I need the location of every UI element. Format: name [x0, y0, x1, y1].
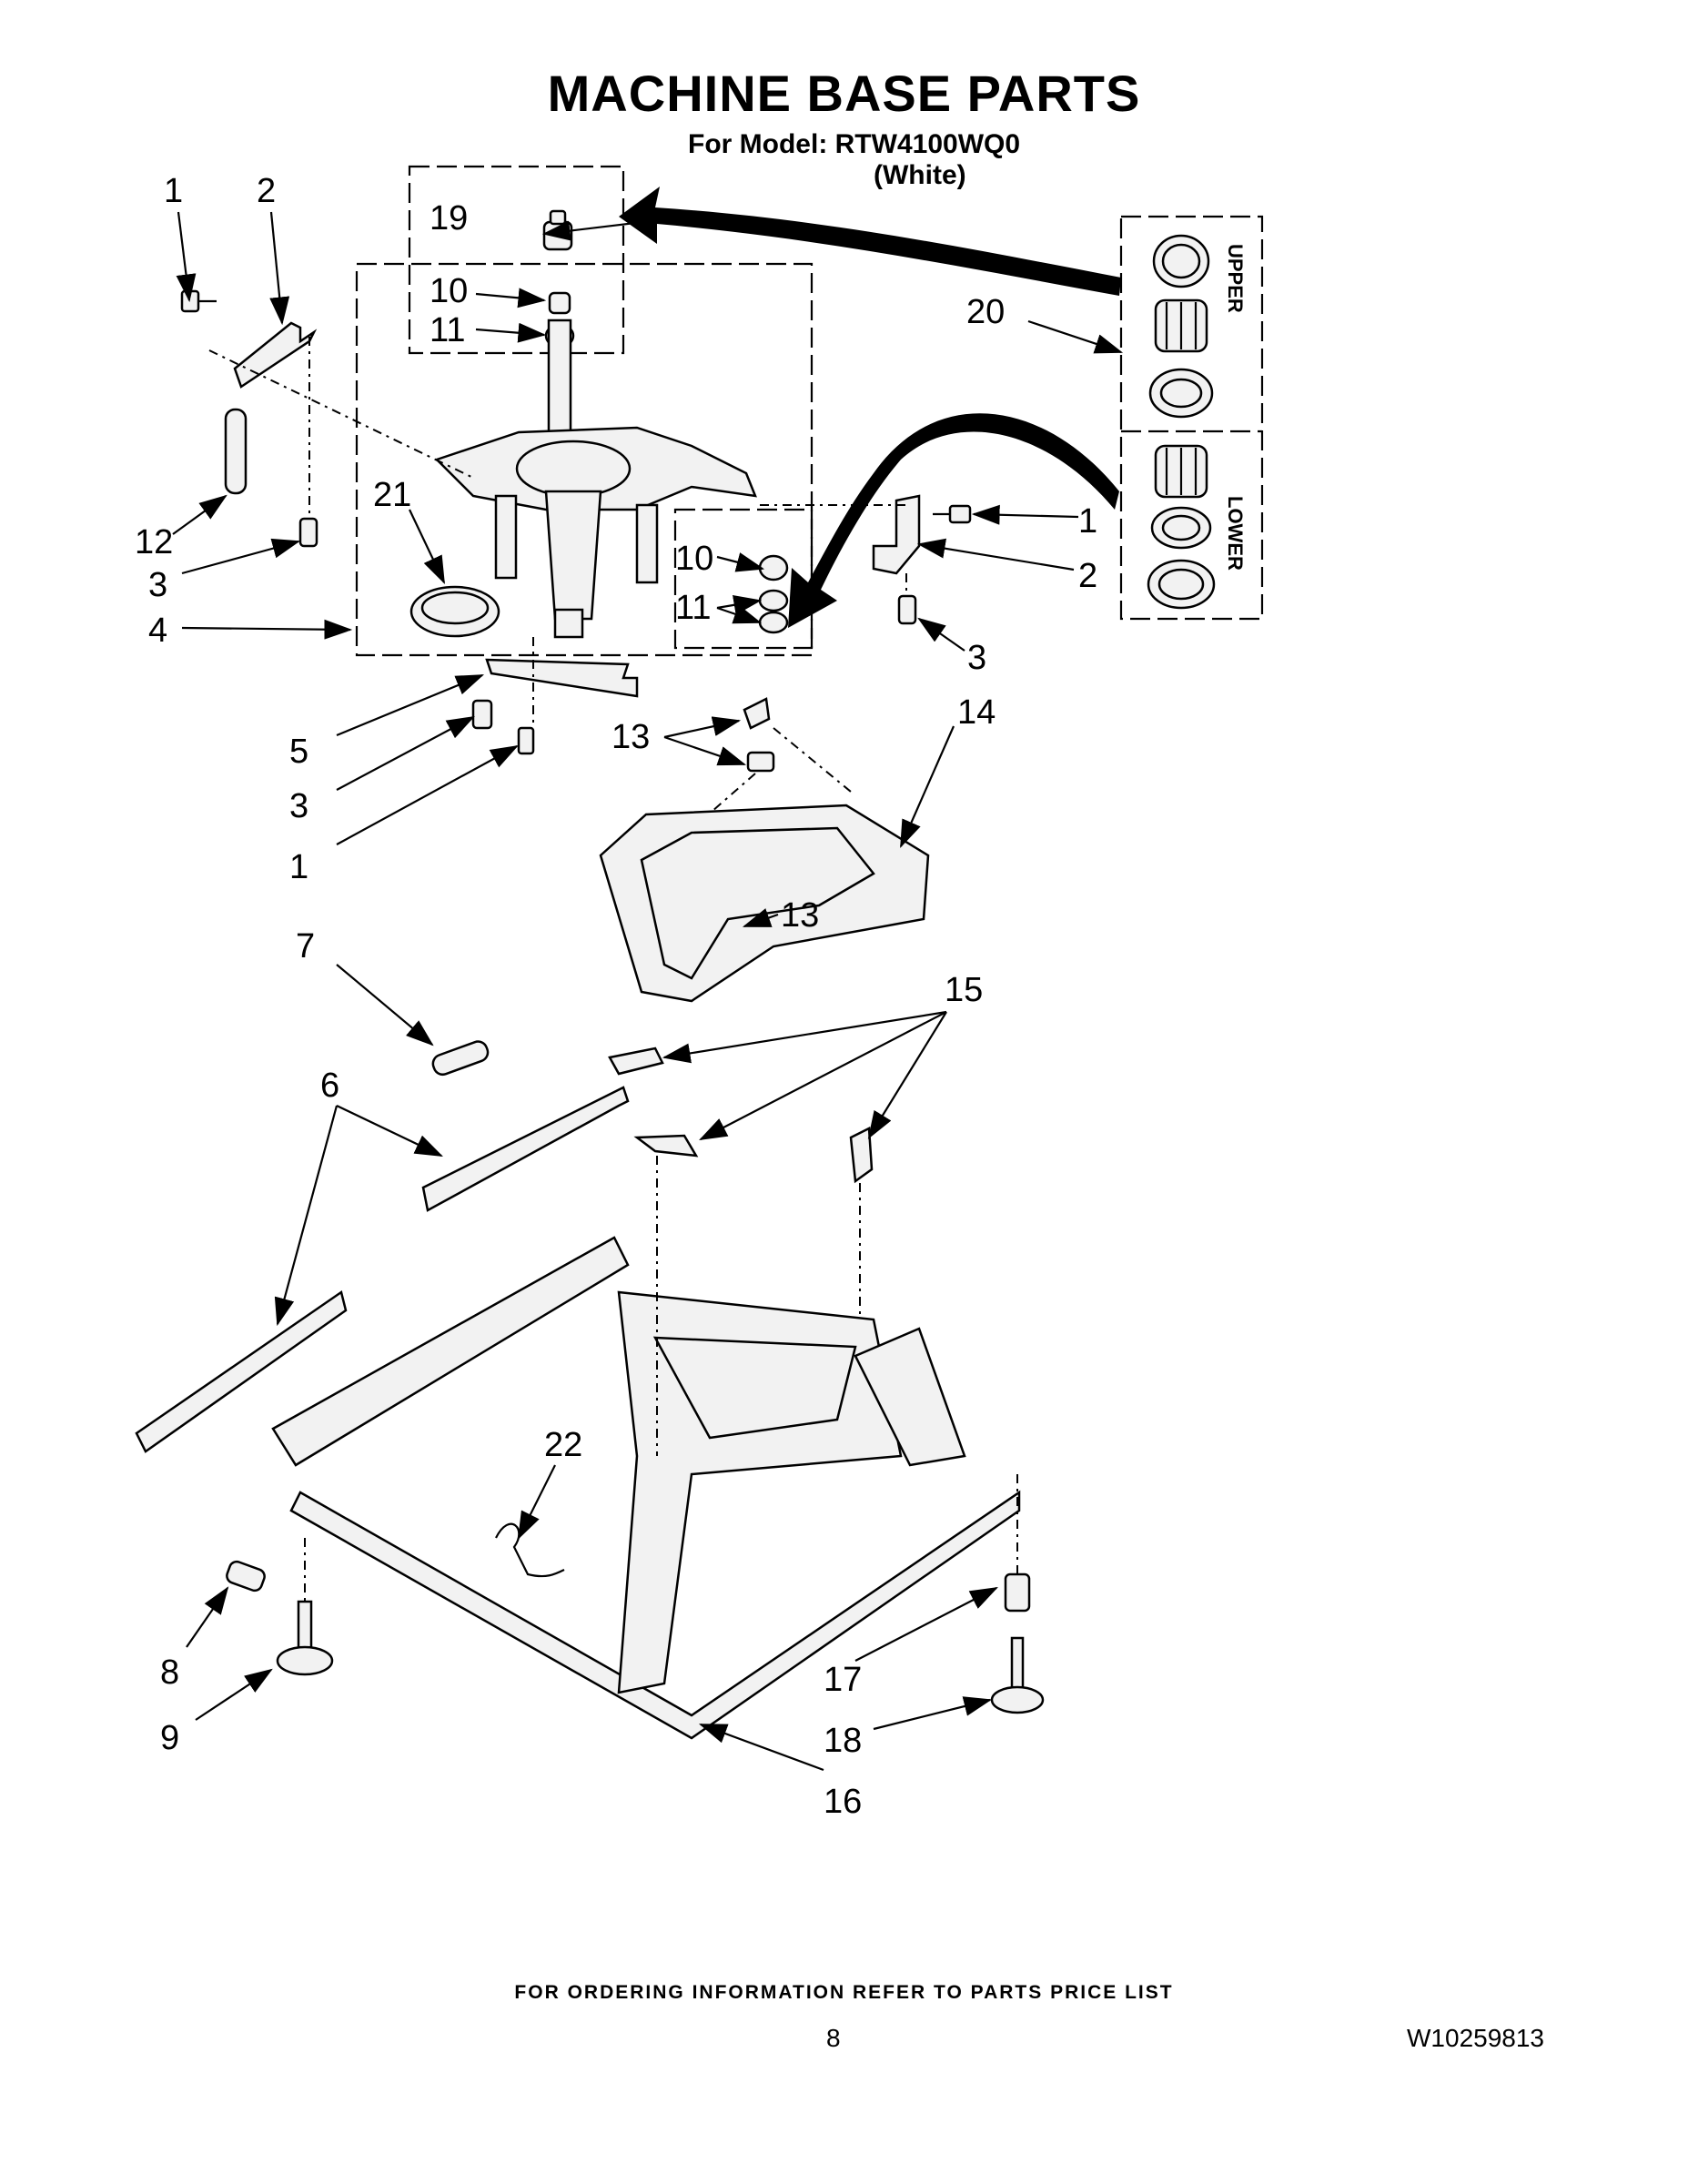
spring [431, 1040, 490, 1077]
upper-kit-label: UPPER [1224, 244, 1247, 313]
bearing-kit-box [1119, 215, 1264, 621]
left-leg-parts [226, 1560, 334, 1676]
center-bracket-parts [471, 637, 639, 755]
callout-4: 4 [148, 612, 167, 650]
callout-5: 5 [289, 733, 308, 771]
lower-kit-label: LOWER [1224, 496, 1247, 571]
callout-11: 11 [675, 589, 711, 627]
callout-14: 14 [957, 693, 996, 732]
callout-2: 2 [257, 172, 276, 210]
callout-3: 3 [289, 787, 308, 825]
right-bracket-parts [872, 494, 972, 625]
callout-8: 8 [160, 1653, 179, 1692]
callout-7: 7 [296, 927, 315, 966]
lower-brace [135, 1289, 348, 1453]
callout-10: 10 [430, 272, 468, 310]
assembly-group-box [355, 262, 814, 657]
callout-10: 10 [675, 540, 713, 578]
callout-1: 1 [1078, 502, 1097, 541]
callout-12: 12 [135, 523, 173, 561]
callout-9: 9 [160, 1719, 179, 1757]
snubber-ring [409, 585, 500, 638]
right-leg-parts [990, 1572, 1045, 1714]
lower-kit-arrow [788, 413, 1119, 628]
callout-11: 11 [430, 311, 465, 349]
callout-21: 21 [373, 476, 411, 514]
leader-lines [172, 211, 1124, 1772]
lower-bearing-parts [758, 554, 789, 634]
callout-16: 16 [824, 1783, 862, 1821]
callout-15: 15 [945, 971, 983, 1009]
callout-2: 2 [1078, 557, 1097, 595]
callout-13: 13 [781, 896, 819, 935]
callout-3: 3 [967, 639, 986, 677]
callout-17: 17 [824, 1661, 862, 1699]
upper-kit-box [408, 165, 625, 355]
callout-22: 22 [544, 1426, 582, 1464]
callout-6: 6 [320, 1067, 339, 1105]
callout-19: 19 [430, 199, 468, 238]
model-variant: (White) [874, 160, 966, 190]
upper-brace [421, 1086, 630, 1212]
callout-1: 1 [164, 172, 183, 210]
document-number: W10259813 [1407, 2024, 1545, 2052]
base-frame [271, 1236, 1021, 1740]
callout-3: 3 [148, 566, 167, 604]
ordering-note: FOR ORDERING INFORMATION REFER TO PARTS … [514, 1982, 1174, 2003]
left-bracket-parts [180, 289, 318, 548]
hook [495, 1522, 565, 1578]
page-title: MACHINE BASE PARTS [547, 65, 1141, 122]
model-line: For Model: RTW4100WQ0 [688, 129, 1021, 159]
upper-kit-arrow [619, 187, 1121, 296]
callout-13: 13 [612, 718, 650, 756]
bearing-kit-upper-parts [1148, 234, 1214, 419]
suspension-assembly [434, 318, 757, 639]
bearing-kit-lower-parts [1147, 444, 1216, 610]
pad-parts [608, 1046, 874, 1184]
callout-18: 18 [824, 1722, 862, 1760]
page-number: 8 [826, 2024, 841, 2052]
callout-1: 1 [289, 848, 308, 886]
callout-20: 20 [966, 293, 1005, 331]
